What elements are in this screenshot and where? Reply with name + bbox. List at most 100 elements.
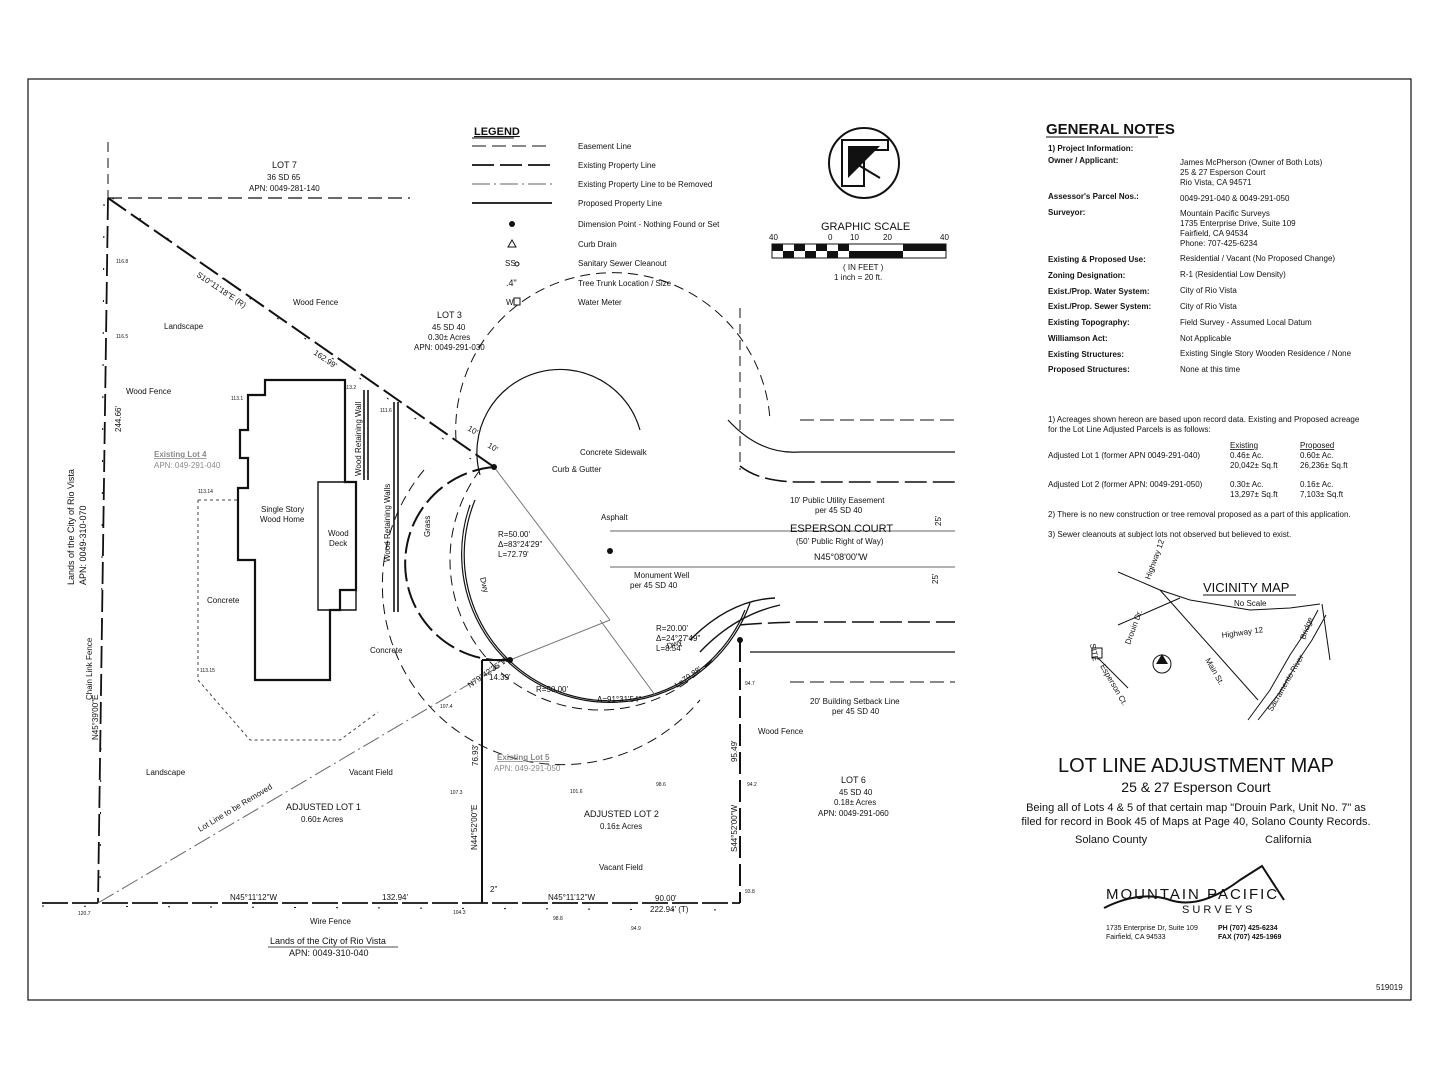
feature-label: 20' Building Setback Line — [810, 697, 900, 706]
acreage-row-label: Adjusted Lot 1 (former APN 0049-291-040) — [1048, 451, 1200, 460]
adjoiner-label: Lands of the City of Rio Vista — [66, 469, 76, 585]
note-value: Phone: 707-425-6234 — [1180, 239, 1258, 248]
note-label: Assessor's Parcel Nos.: — [1048, 192, 1139, 201]
adjusted-lot-name: ADJUSTED LOT 1 — [286, 802, 361, 812]
curve-data: Δ=24°27'49" — [656, 634, 700, 643]
vicinity-map: VICINITY MAP No Scale Highway 12 Highway… — [1088, 538, 1331, 721]
note-value: 25 & 27 Esperson Court — [1180, 168, 1266, 177]
curve-data: R=50.00' — [498, 530, 530, 539]
concrete-outlines — [197, 499, 379, 741]
note-value: Not Applicable — [1180, 334, 1232, 343]
feature-label: Wood Retaining Walls — [383, 484, 392, 562]
sheet-border — [27, 78, 1412, 1001]
company-address: 1735 Enterprise Dr, Suite 109 — [1106, 925, 1198, 932]
adjoiner-label: APN: 0049-310-040 — [289, 948, 369, 958]
street-row: (50' Public Right of Way) — [796, 537, 884, 546]
adjoiner-label: APN: 0049-310-070 — [78, 505, 88, 585]
property-linework — [42, 142, 955, 904]
feature-label: Concrete Sidewalk — [580, 448, 648, 457]
distance-label: 10' — [486, 441, 500, 454]
svg-text:.4": .4" — [506, 278, 517, 288]
acreage-value: 20,042± Sq.ft — [1230, 461, 1278, 470]
note-label: Owner / Applicant: — [1048, 156, 1118, 165]
svg-text:94.2: 94.2 — [747, 782, 757, 788]
adjoiner-label: Lands of the City of Rio Vista — [270, 936, 386, 946]
vicinity-title: VICINITY MAP — [1203, 580, 1289, 595]
company-address: Fairfield, CA 94533 — [1106, 934, 1166, 941]
note-label: Proposed Structures: — [1048, 365, 1130, 374]
site-label: SITE — [1088, 643, 1100, 662]
scale-tick: 40 — [769, 233, 778, 242]
tree-label: 2" — [490, 885, 497, 894]
adjusted-lot-name: ADJUSTED LOT 2 — [584, 809, 659, 819]
lot-apn: APN: 0049-291-060 — [818, 809, 889, 818]
county-label: Solano County — [1075, 834, 1148, 846]
feature-label: Wood Retaining Wall — [354, 402, 363, 476]
bearing-label: N45°11'12"W — [548, 893, 595, 902]
lot-apn: APN: 0049-281-140 — [249, 184, 320, 193]
scale-tick: 20 — [883, 233, 892, 242]
legend-item-label: Sanitary Sewer Cleanout — [578, 259, 667, 268]
legend-item-label: Existing Property Line to be Removed — [578, 180, 712, 189]
bearing-label: N44°52'00"E — [470, 805, 479, 850]
legend-item-label: Curb Drain — [578, 240, 617, 249]
road-label: Drouin Dr. — [1123, 609, 1144, 646]
svg-text:98.6: 98.6 — [656, 782, 666, 788]
adjusted-lot-acres: 0.16± Acres — [600, 822, 642, 831]
feature-label: Wood Fence — [758, 727, 804, 736]
title-block: LOT LINE ADJUSTMENT MAP 25 & 27 Esperson… — [1021, 755, 1403, 992]
note-label: Zoning Designation: — [1048, 271, 1125, 280]
feature-label: Concrete — [370, 646, 403, 655]
feature-label: per 45 SD 40 — [832, 707, 880, 716]
company-name-sub: S U R V E Y S — [1182, 904, 1253, 916]
note-value: Residential / Vacant (No Proposed Change… — [1180, 254, 1335, 263]
lot-apn: APN: 0049-291-030 — [414, 343, 485, 352]
svg-text:107.3: 107.3 — [450, 790, 463, 796]
svg-text:116.8: 116.8 — [116, 259, 128, 265]
company-name: MOUNTAIN PACIFIC — [1106, 886, 1279, 903]
curve-data: L=72.79' — [498, 550, 529, 559]
legend: LEGEND SS .4" W Easement Line Existing P… — [472, 126, 720, 307]
note-value: R-1 (Residential Low Density) — [1180, 270, 1286, 279]
general-notes-title: GENERAL NOTES — [1046, 121, 1175, 138]
bearing-label: S44°52'00"W — [730, 804, 739, 852]
distance-label: 222.94' (T) — [650, 905, 689, 914]
curve-data: R=20.00' — [656, 624, 688, 633]
distance-label: 14.39' — [489, 673, 511, 682]
note-text: 1) Acreages shown hereon are based upon … — [1048, 415, 1360, 424]
lot-acres: 0.30± Acres — [428, 333, 470, 342]
legend-title: LEGEND — [474, 126, 520, 138]
note-value: James McPherson (Owner of Both Lots) — [1180, 158, 1323, 167]
curve-data: Δ=91°31'54" — [597, 695, 641, 704]
road-label: Highway 12 — [1143, 538, 1166, 581]
graphic-scale: GRAPHIC SCALE 40 0 10 20 40 ( IN FEET ) … — [769, 221, 949, 282]
existing-lot-name: Existing Lot 4 — [154, 450, 207, 459]
feature-label: Wood Fence — [293, 298, 339, 307]
svg-text:98.8: 98.8 — [553, 916, 563, 922]
feature-label: Concrete — [207, 596, 240, 605]
feature-label: Asphalt — [601, 513, 628, 522]
legend-item-label: Proposed Property Line — [578, 199, 663, 208]
structure-label: Deck — [329, 539, 348, 548]
note-label: Existing & Proposed Use: — [1048, 255, 1146, 264]
lot-name: LOT 7 — [272, 160, 297, 170]
curve-data: Δ=83°24'29" — [498, 540, 542, 549]
acreage-value: 7,103± Sq.ft — [1300, 490, 1344, 499]
note-text: for the Lot Line Adjusted Parcels is as … — [1048, 425, 1211, 434]
feature-label: per 45 SD 40 — [630, 581, 678, 590]
acreage-header: Proposed — [1300, 441, 1334, 450]
note-label: Existing Topography: — [1048, 318, 1130, 327]
street-width: 25' — [934, 515, 943, 526]
distance-label: 244.66' — [114, 406, 123, 432]
note-value: Field Survey - Assumed Local Datum — [1180, 318, 1312, 327]
distance-label: 95.49' — [730, 740, 739, 762]
feature-label: Landscape — [164, 322, 204, 331]
svg-text:107.4: 107.4 — [440, 704, 453, 710]
feature-label: Chain Link Fence — [85, 637, 94, 700]
distance-label: 132.94' — [382, 893, 408, 902]
feature-label: Grass — [423, 516, 432, 537]
structure-label: Wood — [328, 529, 349, 538]
svg-text:104.3: 104.3 — [453, 910, 466, 916]
road-label: Highway 12 — [1221, 625, 1264, 640]
existing-lot-apn: APN: 049-291-040 — [154, 461, 221, 470]
